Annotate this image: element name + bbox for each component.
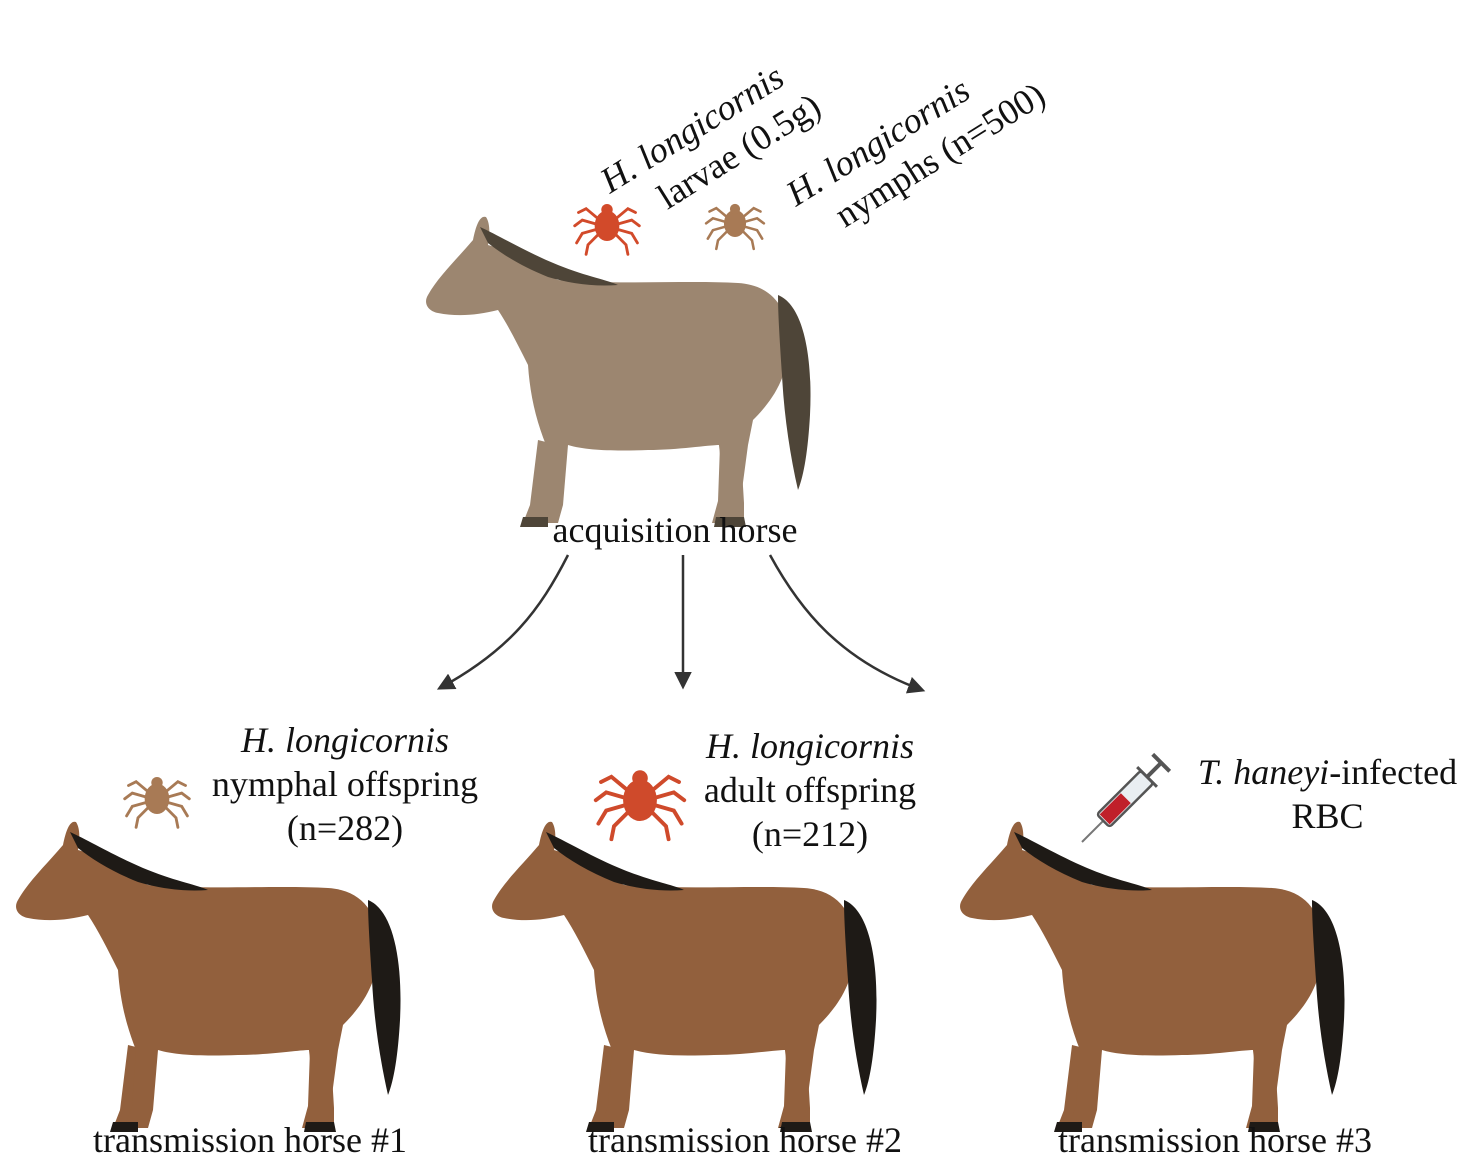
adult-offspring-tick-icon bbox=[593, 770, 687, 842]
t1-desc: nymphal offspring bbox=[211, 764, 479, 804]
t3-desc: -infected bbox=[1329, 752, 1458, 792]
syringe-icon bbox=[1081, 752, 1172, 843]
t2-desc: adult offspring bbox=[703, 770, 917, 810]
t3-species: T. haneyi bbox=[1197, 752, 1330, 792]
t1-count: (n=282) bbox=[286, 808, 404, 848]
transmission-horse-2-label: transmission horse #2 bbox=[588, 1120, 902, 1160]
t3-rbc: RBC bbox=[1291, 796, 1364, 836]
arrow-to-horse-3 bbox=[768, 554, 926, 694]
transmission-horse-3-label: transmission horse #3 bbox=[1058, 1120, 1372, 1160]
t3-inoculum-label: T. haneyi-infected RBC bbox=[1180, 750, 1475, 838]
t2-count: (n=212) bbox=[751, 814, 869, 854]
nymphal-offspring-tick-icon bbox=[123, 776, 191, 829]
larva-tick-icon bbox=[573, 203, 641, 256]
t1-species: H. longicornis bbox=[240, 720, 449, 760]
nymph-tick-icon bbox=[704, 203, 766, 251]
transmission-horse-1-icon bbox=[16, 821, 401, 1132]
arrow-to-horse-1 bbox=[436, 554, 570, 690]
t1-tick-label: H. longicornis nymphal offspring (n=282) bbox=[190, 718, 500, 850]
acquisition-horse-label: acquisition horse bbox=[552, 510, 798, 550]
t2-tick-label: H. longicornis adult offspring (n=212) bbox=[670, 724, 950, 856]
acquisition-horse-icon bbox=[426, 216, 811, 527]
transmission-horse-3-icon bbox=[960, 821, 1345, 1132]
transmission-horse-2-icon bbox=[492, 821, 877, 1132]
transmission-horse-1-label: transmission horse #1 bbox=[93, 1120, 407, 1160]
t2-species: H. longicornis bbox=[705, 726, 914, 766]
